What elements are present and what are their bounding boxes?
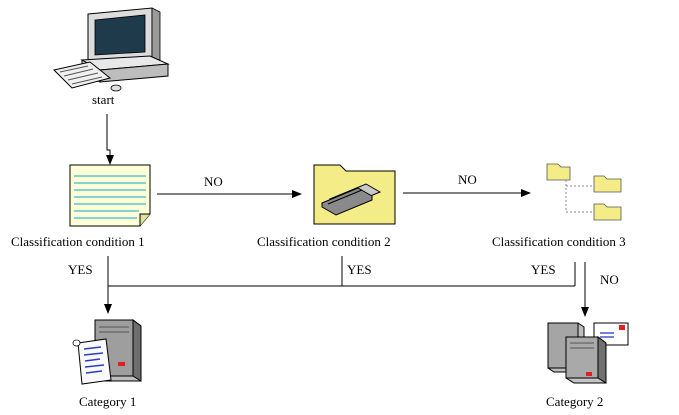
edge-label-no-3-down: NO — [600, 272, 619, 287]
edge-label-no-1-2: NO — [204, 174, 223, 189]
edge-label-no-2-3: NO — [458, 172, 477, 187]
edge-label-yes-2: YES — [347, 262, 372, 277]
folder-scanner-icon — [313, 164, 396, 225]
condition-1-label: Classification condition 1 — [11, 234, 145, 249]
condition-3-label: Classification condition 3 — [492, 234, 626, 249]
servers-mail-icon — [547, 322, 629, 384]
start-label: start — [92, 92, 115, 107]
category-2-label: Category 2 — [546, 394, 604, 409]
notepad-icon — [69, 164, 151, 227]
edge-label-yes-3: YES — [531, 262, 556, 277]
computer-icon — [53, 7, 170, 92]
edge-label-yes-1: YES — [68, 262, 93, 277]
server-document-icon — [72, 319, 142, 385]
condition-2-label: Classification condition 2 — [257, 234, 391, 249]
category-1-label: Category 1 — [79, 394, 137, 409]
start-to-condition-1-arrow — [106, 114, 114, 165]
folder-tree-icon — [546, 163, 622, 221]
